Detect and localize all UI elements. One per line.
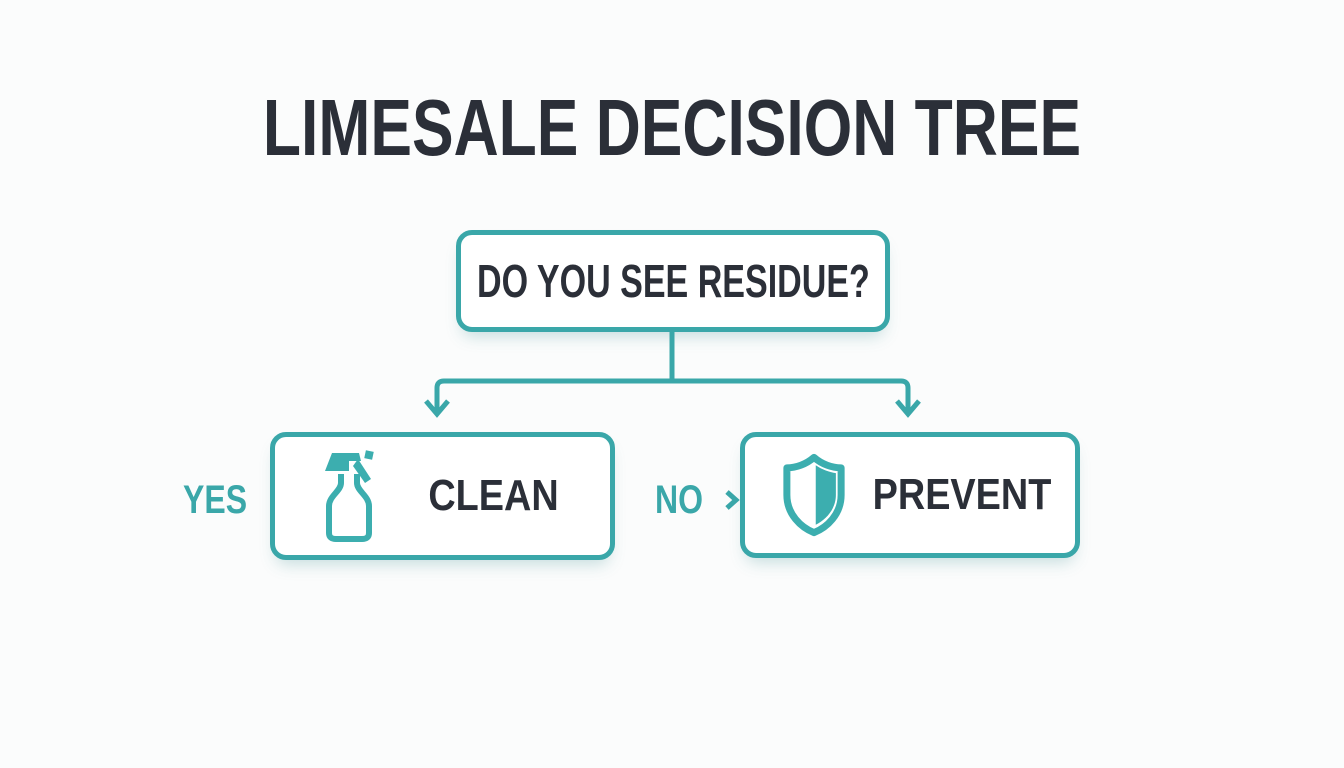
prevent-node: PREVENT [740, 432, 1080, 558]
arrow-down-icon [895, 399, 921, 418]
arrow-down-icon [424, 399, 450, 418]
connector-right-elbow [672, 378, 911, 412]
branch-connector [424, 328, 921, 418]
branch-label-no: NO [655, 478, 740, 522]
shield-icon [783, 453, 845, 537]
clean-node: CLEAN [270, 432, 615, 560]
yes-label: YES [183, 478, 248, 522]
clean-label: CLEAN [428, 471, 559, 520]
spray-bottle-icon [325, 450, 374, 542]
chevron-right-icon [725, 490, 740, 510]
question-text: DO YOU SEE RESIDUE? [476, 255, 870, 307]
prevent-label: PREVENT [872, 470, 1052, 519]
connector-left-elbow [434, 378, 672, 412]
page-title: LIMESALE DECISION TREE [262, 83, 1082, 172]
no-label: NO [655, 478, 703, 522]
question-node: DO YOU SEE RESIDUE? [456, 230, 890, 332]
branch-label-yes: YES [183, 478, 288, 522]
